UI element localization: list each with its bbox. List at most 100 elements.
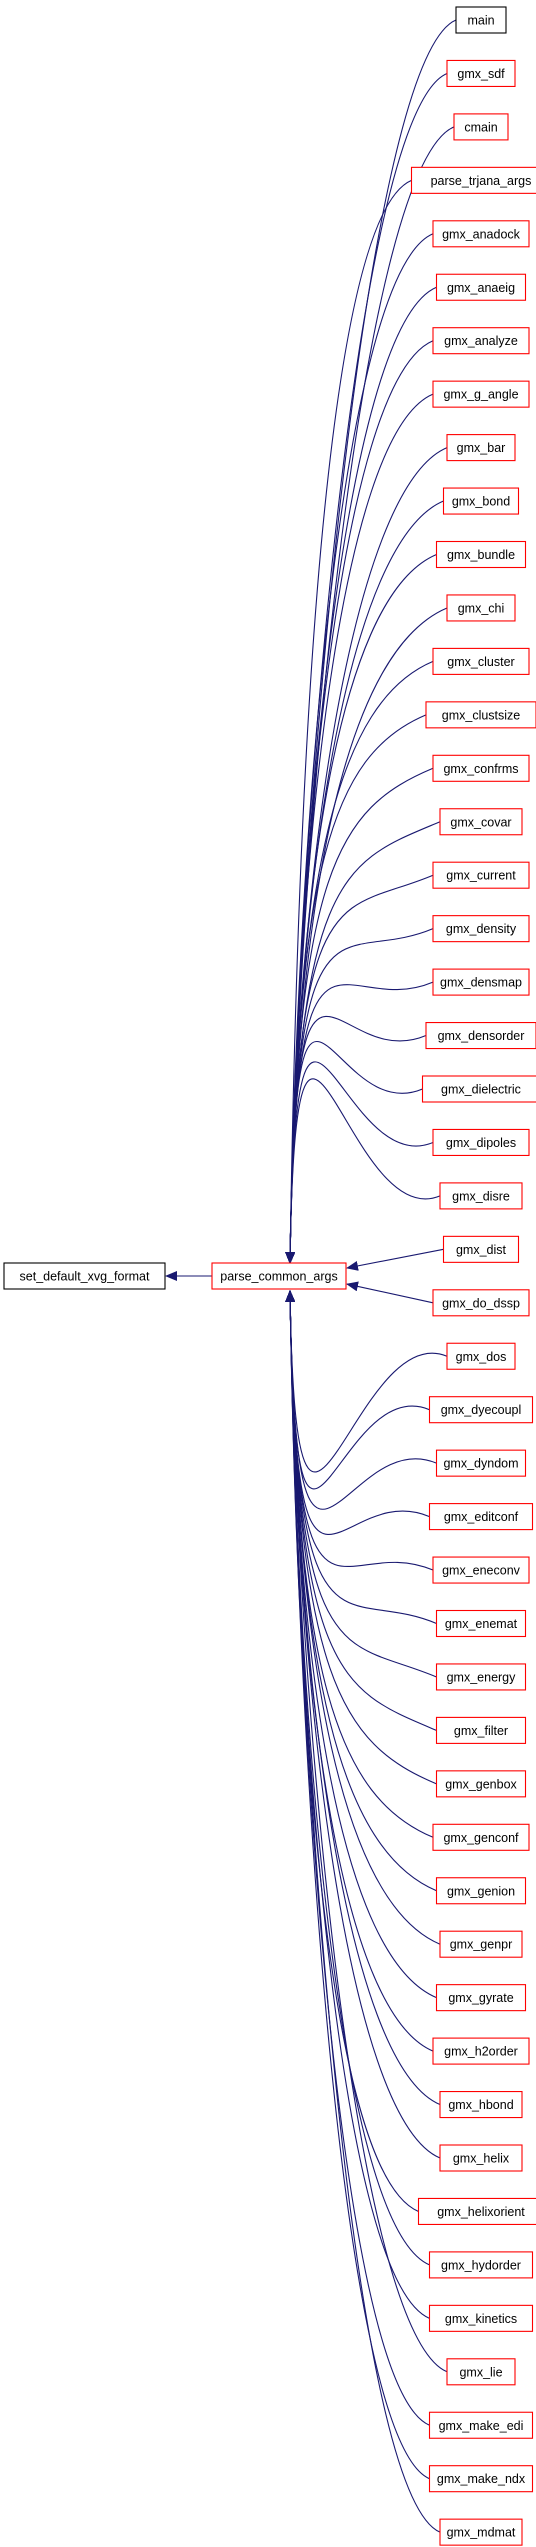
node-label: gmx_covar	[450, 815, 511, 829]
node-gmx-clustsize[interactable]: gmx_clustsize	[425, 701, 536, 729]
node-gmx-anaeig[interactable]: gmx_anaeig	[435, 273, 527, 301]
node-main[interactable]: main	[455, 6, 507, 34]
node-label: gmx_disre	[452, 1189, 510, 1203]
edge-gmx-cluster-to-parse-common-args	[285, 660, 434, 1264]
node-label: gmx_bond	[452, 495, 510, 509]
node-label: set_default_xvg_format	[20, 1270, 150, 1284]
node-gmx-dielectric[interactable]: gmx_dielectric	[421, 1075, 536, 1103]
node-label: gmx_h2order	[444, 2045, 518, 2059]
node-gmx-hydorder[interactable]: gmx_hydorder	[428, 2251, 534, 2279]
node-label: gmx_do_dssp	[442, 1296, 520, 1310]
node-gmx-genconf[interactable]: gmx_genconf	[432, 1823, 530, 1851]
node-gmx-make-ndx[interactable]: gmx_make_ndx	[428, 2465, 534, 2493]
node-label: gmx_dipoles	[446, 1136, 516, 1150]
edge-gmx-mdmat-to-parse-common-args	[285, 1290, 441, 2533]
node-label: gmx_helixorient	[437, 2205, 525, 2219]
node-label: gmx_sdf	[457, 67, 505, 81]
node-gmx-cluster[interactable]: gmx_cluster	[432, 647, 530, 675]
node-label: parse_common_args	[220, 1270, 337, 1284]
edge-gmx-enemat-to-parse-common-args	[285, 1290, 437, 1625]
node-label: gmx_editconf	[444, 1510, 519, 1524]
node-label: gmx_cluster	[447, 655, 514, 669]
node-gmx-chi[interactable]: gmx_chi	[446, 594, 516, 622]
node-label: gmx_make_edi	[439, 2419, 524, 2433]
node-gmx-g-angle[interactable]: gmx_g_angle	[432, 380, 530, 408]
node-parse-trjana-args[interactable]: parse_trjana_args	[410, 166, 536, 194]
node-label: main	[467, 14, 494, 28]
node-gmx-sdf[interactable]: gmx_sdf	[446, 59, 516, 88]
node-gmx-anadock[interactable]: gmx_anadock	[432, 220, 530, 248]
node-gmx-dyecoupl[interactable]: gmx_dyecoupl	[428, 1396, 534, 1424]
node-gmx-dyndom[interactable]: gmx_dyndom	[435, 1449, 527, 1477]
node-gmx-mdmat[interactable]: gmx_mdmat	[439, 2518, 523, 2546]
node-label: gmx_dyndom	[443, 1457, 518, 1471]
edge-gmx-helix-to-parse-common-args	[285, 1290, 441, 2159]
node-gmx-covar[interactable]: gmx_covar	[439, 808, 523, 836]
node-gmx-filter[interactable]: gmx_filter	[435, 1716, 527, 1744]
node-gmx-energy[interactable]: gmx_energy	[435, 1663, 527, 1691]
edge-gmx-eneconv-to-parse-common-args	[285, 1290, 434, 1571]
node-gmx-kinetics[interactable]: gmx_kinetics	[428, 2304, 534, 2332]
node-gmx-do-dssp[interactable]: gmx_do_dssp	[432, 1289, 530, 1317]
node-gmx-densmap[interactable]: gmx_densmap	[432, 968, 530, 996]
node-label: gmx_gyrate	[448, 1991, 513, 2005]
node-label: gmx_hbond	[448, 2098, 513, 2112]
node-gmx-make-edi[interactable]: gmx_make_edi	[428, 2411, 534, 2439]
node-label: gmx_enemat	[445, 1617, 518, 1631]
node-gmx-enemat[interactable]: gmx_enemat	[435, 1609, 527, 1638]
edge-gmx-make-edi-to-parse-common-args	[285, 1290, 430, 2426]
node-gmx-editconf[interactable]: gmx_editconf	[428, 1503, 534, 1531]
node-label: gmx_chi	[458, 601, 505, 615]
edge-gmx-chi-to-parse-common-args	[285, 607, 448, 1264]
node-label: gmx_anadock	[442, 227, 521, 241]
node-parse-common-args[interactable]: parse_common_args	[211, 1262, 347, 1290]
edge-gmx-do-dssp-to-parse-common-args	[346, 1281, 434, 1304]
edge-gmx-disre-to-parse-common-args	[285, 1078, 441, 1264]
node-label: gmx_analyze	[444, 334, 518, 348]
node-gmx-eneconv[interactable]: gmx_eneconv	[432, 1556, 530, 1584]
node-label: cmain	[464, 120, 497, 134]
node-gmx-h2order[interactable]: gmx_h2order	[432, 2037, 530, 2065]
node-gmx-analyze[interactable]: gmx_analyze	[432, 327, 530, 355]
node-label: gmx_mdmat	[447, 2526, 516, 2540]
call-edges	[165, 19, 457, 2533]
node-label: gmx_clustsize	[442, 708, 521, 722]
edge-gmx-dyndom-to-parse-common-args	[285, 1290, 437, 1510]
node-label: gmx_confrms	[443, 762, 518, 776]
edge-gmx-bar-to-parse-common-args	[285, 447, 448, 1264]
node-set-default-xvg-format[interactable]: set_default_xvg_format	[3, 1262, 166, 1290]
node-label: gmx_bundle	[447, 548, 515, 562]
node-gmx-lie[interactable]: gmx_lie	[446, 2358, 516, 2386]
node-label: gmx_anaeig	[447, 281, 515, 295]
node-gmx-disre[interactable]: gmx_disre	[439, 1182, 523, 1210]
node-gmx-bar[interactable]: gmx_bar	[446, 434, 516, 462]
node-label: gmx_filter	[454, 1724, 508, 1738]
node-gmx-bundle[interactable]: gmx_bundle	[435, 540, 527, 569]
node-gmx-genion[interactable]: gmx_genion	[435, 1877, 527, 1905]
node-gmx-current[interactable]: gmx_current	[432, 861, 530, 889]
node-gmx-confrms[interactable]: gmx_confrms	[432, 754, 530, 782]
node-cmain[interactable]: cmain	[453, 113, 509, 141]
node-gmx-dipoles[interactable]: gmx_dipoles	[432, 1128, 530, 1156]
node-label: gmx_eneconv	[442, 1564, 521, 1578]
node-gmx-gyrate[interactable]: gmx_gyrate	[435, 1984, 527, 2012]
node-gmx-hbond[interactable]: gmx_hbond	[439, 2091, 523, 2119]
node-label: gmx_genpr	[450, 1938, 513, 1952]
edge-gmx-editconf-to-parse-common-args	[285, 1290, 430, 1535]
node-label: gmx_densorder	[438, 1029, 525, 1043]
node-gmx-dist[interactable]: gmx_dist	[442, 1235, 520, 1263]
node-gmx-helix[interactable]: gmx_helix	[439, 2144, 523, 2172]
node-label: gmx_dyecoupl	[441, 1403, 522, 1417]
node-gmx-bond[interactable]: gmx_bond	[442, 487, 520, 515]
node-label: gmx_genion	[447, 1884, 515, 1898]
edge-gmx-make-ndx-to-parse-common-args	[285, 1290, 430, 2480]
node-gmx-density[interactable]: gmx_density	[432, 915, 530, 943]
node-gmx-helixorient[interactable]: gmx_helixorient	[417, 2197, 536, 2225]
node-gmx-genbox[interactable]: gmx_genbox	[435, 1770, 527, 1798]
node-gmx-genpr[interactable]: gmx_genpr	[439, 1930, 523, 1958]
edge-gmx-anaeig-to-parse-common-args	[285, 286, 437, 1264]
edge-gmx-dist-to-parse-common-args	[346, 1248, 444, 1271]
node-label: gmx_g_angle	[443, 388, 518, 402]
node-gmx-densorder[interactable]: gmx_densorder	[425, 1021, 536, 1050]
node-gmx-dos[interactable]: gmx_dos	[446, 1342, 516, 1370]
